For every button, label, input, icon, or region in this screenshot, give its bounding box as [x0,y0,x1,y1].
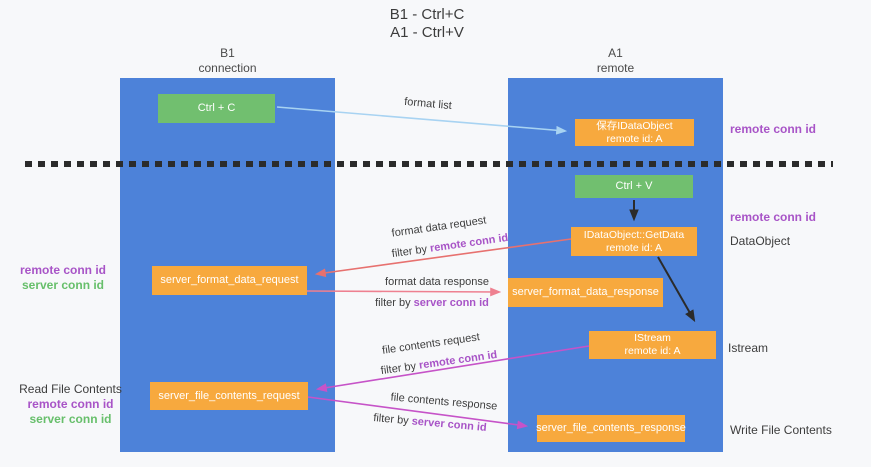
filter-key-server-conn-id: server conn id [413,297,489,309]
node-idataobject-getdata-line1: IDataObject::GetData [583,228,685,241]
right-remote-conn-id-mid: remote conn id [730,210,817,224]
node-server-file-contents-response: server_file_contents_response [536,415,686,442]
filter-key-remote-conn-id: remote conn id [418,348,498,372]
node-idataobject-getdata-line2: remote id: A [605,241,663,254]
node-istream: IStream remote id: A [589,331,716,359]
lifeline-a1-subtitle: remote [596,61,635,75]
left-conn-id-note-mid: remote conn id server conn id [8,263,118,293]
arrow-format-data-response [306,287,502,297]
dataobject-label: DataObject [730,234,791,248]
write-file-contents-label: Write File Contents [730,423,832,437]
format-data-response-label: format data response [385,276,489,288]
format-list-label: format list [403,95,453,113]
diagram-title: B1 - Ctrl+C A1 - Ctrl+V [0,6,854,42]
node-ctrl-c-label: Ctrl + C [197,102,236,114]
filter-by-text: filter by [380,360,417,378]
right-remote-conn-id-top: remote conn id [730,122,817,136]
session-separator-dashed-line [25,161,833,167]
lifeline-b1-subtitle: connection [198,61,257,75]
istream-label: Istream [728,341,769,355]
filter-by-text: filter by [372,412,410,428]
file-contents-response-filter-label: filter by server conn id [340,409,520,437]
node-ctrl-c: Ctrl + C [158,94,275,123]
node-server-file-contents-response-label: server_file_contents_response [536,422,686,434]
left-bottom-remote-conn-id: remote conn id [27,397,114,411]
left-mid-server-conn-id: server conn id [21,278,105,292]
read-file-contents-label: Read File Contents [19,382,122,396]
filter-key-server-conn-id: server conn id [411,415,488,434]
format-data-response-filter-label: filter by server conn id [342,297,522,309]
left-conn-id-note-bottom: Read File Contents remote conn id server… [8,382,133,427]
lifeline-a1-header: A1 remote [508,46,723,76]
node-idataobject-getdata: IDataObject::GetData remote id: A [571,227,697,256]
diagram-title-line2: A1 - Ctrl+V [390,24,464,41]
node-server-format-data-request-label: server_format_data_request [160,274,299,286]
node-save-idataobject-line1: 保存IDataObject [596,119,673,132]
lifeline-a1-name: A1 [608,46,623,60]
left-bottom-server-conn-id: server conn id [29,412,112,426]
file-contents-response-label: file contents response [390,391,498,413]
node-server-format-data-response-label: server_format_data_response [512,286,659,298]
lifeline-b1-name: B1 [220,46,235,60]
left-mid-remote-conn-id: remote conn id [19,263,106,277]
node-ctrl-v-label: Ctrl + V [615,180,653,192]
node-ctrl-v: Ctrl + V [575,175,693,198]
filter-by-text: filter by [391,243,428,261]
diagram-title-line1: B1 - Ctrl+C [389,6,465,23]
filter-key-remote-conn-id: remote conn id [429,231,509,255]
node-istream-line2: remote id: A [624,345,681,357]
node-server-format-data-request: server_format_data_request [152,266,307,295]
node-istream-line1: IStream [634,332,671,344]
node-save-idataobject-line2: remote id: A [606,132,663,145]
node-server-file-contents-request: server_file_contents_request [150,382,308,410]
node-server-file-contents-request-label: server_file_contents_request [158,389,300,402]
filter-by-text: filter by [375,297,411,309]
lifeline-b1-header: B1 connection [120,46,335,76]
node-save-idataobject: 保存IDataObject remote id: A [575,119,694,146]
node-server-format-data-response: server_format_data_response [508,278,663,307]
